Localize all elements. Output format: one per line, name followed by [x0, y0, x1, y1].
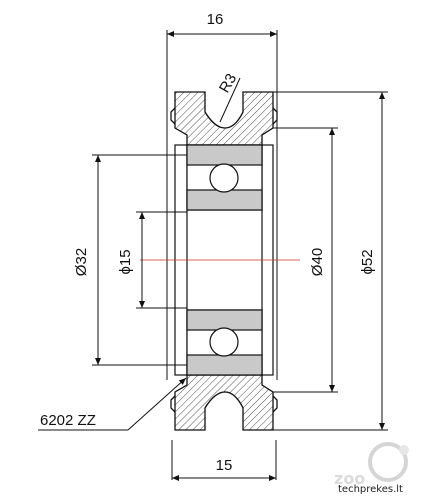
pulley-upper-section: [170, 91, 278, 146]
dim-d32-label: Ø32: [73, 248, 90, 276]
dim-d52-label: ϕ52: [359, 249, 376, 274]
dim-d15-label: ϕ15: [117, 249, 134, 274]
dim-d52: [273, 91, 388, 431]
dim-radius-leader: [219, 77, 241, 123]
pulley-hub-walls: [166, 30, 278, 380]
dim-d40: [273, 127, 338, 393]
dim-d32: [92, 154, 187, 366]
bearing-callout-leader: [38, 377, 187, 431]
bearing-lower: [186, 309, 263, 376]
bearing-callout-label: 6202 ZZ: [40, 412, 96, 429]
bearing-upper: [186, 144, 263, 211]
bore-region: [140, 210, 300, 310]
dim-bottom-width-label: 15: [216, 457, 233, 474]
dim-top-width-label: 16: [207, 11, 224, 28]
dim-d40-label: Ø40: [309, 248, 326, 276]
dim-d15: [136, 211, 187, 309]
pulley-lower-section: [170, 374, 278, 431]
dim-bottom-width: [171, 440, 277, 481]
site-watermark: techprekes.lt: [338, 484, 403, 495]
zoo-logo-watermark: zoo: [334, 442, 409, 488]
svg-text:zoo: zoo: [334, 469, 365, 488]
dim-radius-label: R3: [216, 71, 240, 96]
